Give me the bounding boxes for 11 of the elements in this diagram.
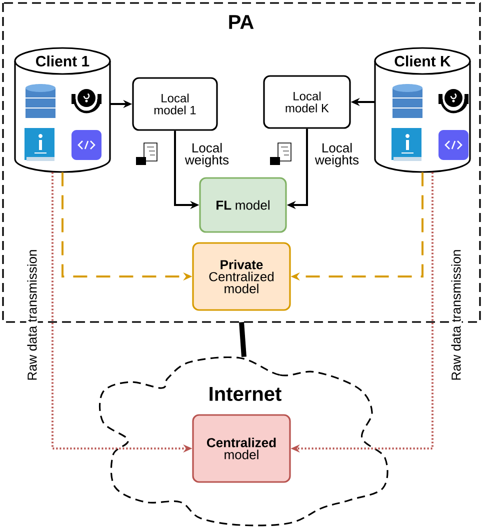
edge-label: Local weights — [314, 142, 359, 168]
model-box: Private Centralized model — [192, 242, 291, 311]
edge-label: Raw data transmission — [451, 250, 461, 380]
model-box: FL model — [199, 177, 287, 233]
process-box: Local model K — [263, 75, 351, 129]
cylinder: Client K — [374, 47, 471, 173]
edge-label: Local weights — [184, 142, 229, 168]
model-box: Centralized model — [192, 414, 291, 483]
edge-label: Raw data transmission — [27, 250, 37, 380]
process-box: Local model 1 — [132, 77, 218, 131]
cylinder: Client 1 — [14, 47, 111, 173]
